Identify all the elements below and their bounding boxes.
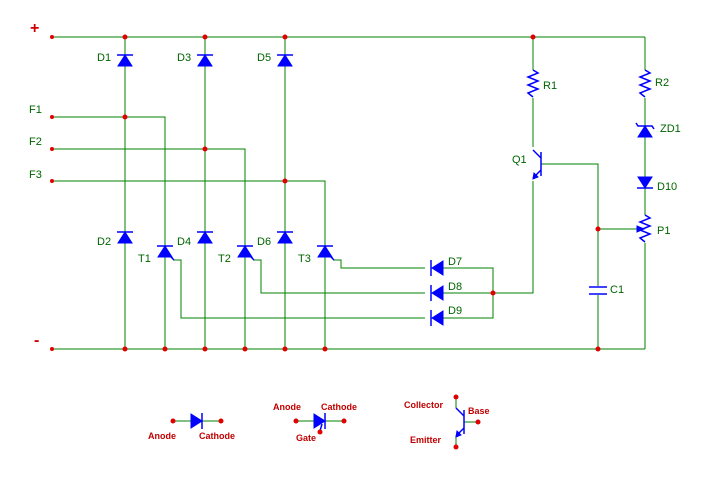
t1-label: T1 (138, 253, 151, 265)
wire-f3 (52, 180, 326, 349)
diode-d7 (430, 260, 444, 276)
resistor-r1 (525, 69, 541, 98)
legend-diode-anode: Anode (148, 431, 176, 441)
transistor-q1 (532, 149, 542, 180)
wire-q1-emitter (493, 181, 534, 294)
positive-rail-label: + (30, 20, 39, 37)
capacitor-c1 (588, 286, 608, 295)
wire-gate-t1 (173, 259, 425, 319)
wire-q1-base (541, 163, 599, 349)
t3-label: T3 (298, 253, 311, 265)
legend-transistor-collector: Collector (404, 400, 444, 410)
zener-zd1 (635, 122, 655, 138)
legend-thyristor: Anode Cathode Gate (273, 402, 357, 443)
thyristor-t1 (157, 245, 175, 261)
p1-label: P1 (657, 225, 670, 237)
r2-label: R2 (655, 77, 669, 89)
wire-gate-t2 (253, 259, 425, 294)
d1-label: D1 (97, 52, 111, 64)
diode-d5 (277, 54, 293, 67)
zd1-label: ZD1 (660, 123, 681, 135)
d2-label: D2 (97, 236, 111, 248)
thyristor-t3 (317, 245, 335, 261)
input-f1-label: F1 (29, 104, 42, 116)
legend-thyristor-gate: Gate (296, 433, 316, 443)
wire-f2 (52, 148, 246, 349)
diode-d3 (197, 54, 213, 67)
legend-diode-cathode: Cathode (199, 431, 235, 441)
q1-label: Q1 (512, 154, 527, 166)
potentiometer-p1 (636, 214, 653, 243)
legend-thyristor-cathode: Cathode (321, 402, 357, 412)
negative-rail-label: - (34, 332, 39, 349)
t2-label: T2 (218, 253, 231, 265)
wire-f1 (52, 116, 166, 349)
d6-label: D6 (257, 236, 271, 248)
d7-label: D7 (448, 256, 462, 268)
diode-d8 (430, 285, 444, 301)
legend-transistor-base: Base (468, 406, 490, 416)
c1-label: C1 (610, 284, 624, 296)
legend-thyristor-anode: Anode (273, 402, 301, 412)
diode-d1 (117, 54, 133, 67)
legend-diode: Anode Cathode (148, 413, 235, 441)
diode-d6 (277, 231, 293, 244)
d9-label: D9 (448, 305, 462, 317)
thyristor-t2 (237, 245, 255, 261)
d8-label: D8 (448, 281, 462, 293)
wires (52, 36, 646, 350)
legend-transistor: Collector Base Emitter (404, 394, 490, 450)
input-f3-label: F3 (29, 169, 42, 181)
diode-d2 (117, 231, 133, 244)
diode-d9 (430, 310, 444, 326)
d4-label: D4 (177, 236, 191, 248)
r1-label: R1 (543, 80, 557, 92)
d5-label: D5 (257, 52, 271, 64)
resistor-r2 (637, 69, 653, 98)
junctions (50, 34, 601, 352)
diode-d10 (637, 176, 653, 189)
legend-transistor-emitter: Emitter (410, 435, 442, 445)
d10-label: D10 (657, 181, 677, 193)
input-f2-label: F2 (29, 136, 42, 148)
wire-gate-t3 (333, 259, 425, 269)
diode-d4 (197, 231, 213, 244)
d3-label: D3 (177, 52, 191, 64)
